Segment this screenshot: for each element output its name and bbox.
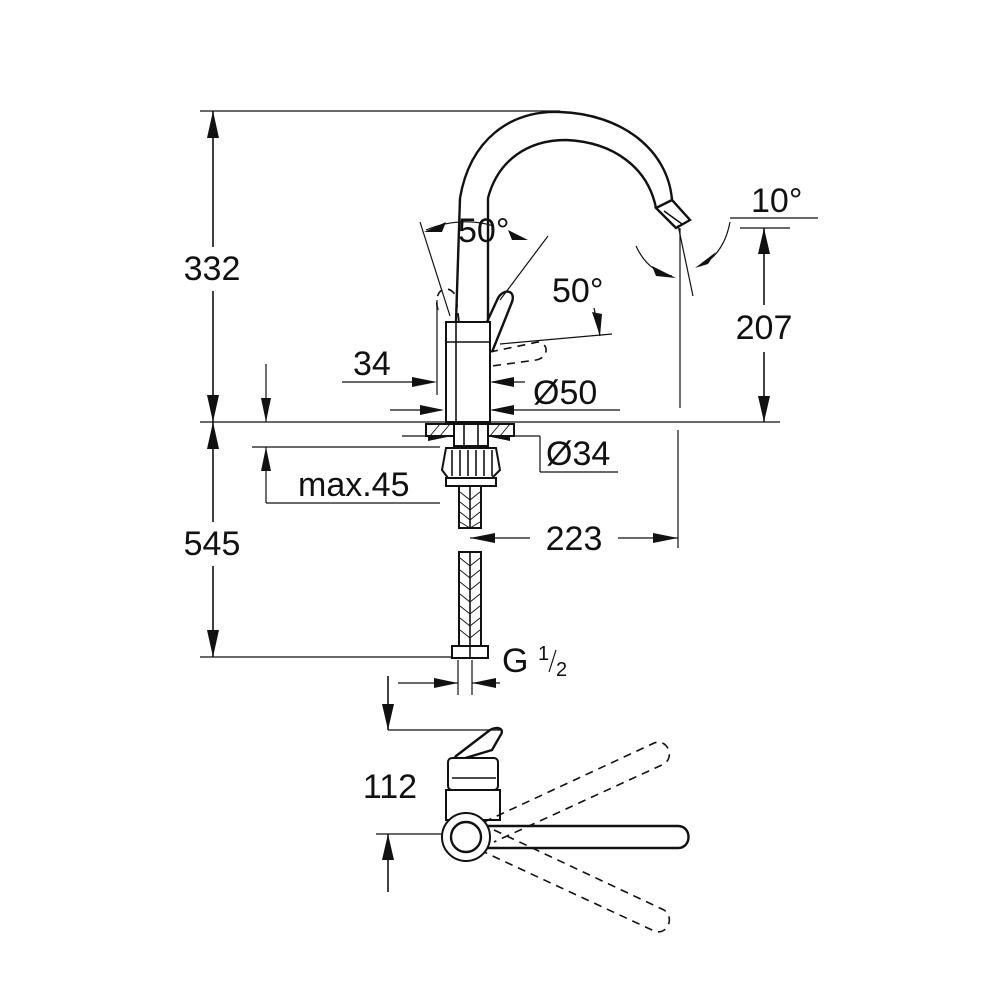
label-g-den: 2 — [556, 659, 567, 681]
dimension-max45: max.45 — [252, 364, 440, 504]
dimension-545: 545 — [176, 422, 465, 658]
label-50deg-side: 50° — [552, 272, 603, 310]
label-d50: Ø50 — [533, 374, 597, 412]
label-10deg: 10° — [751, 182, 802, 220]
supply-hoses — [451, 485, 489, 659]
label-223: 223 — [546, 520, 603, 558]
faucet-body — [445, 321, 491, 423]
label-max45: max.45 — [298, 466, 410, 504]
dimension-d34: Ø34 — [402, 431, 618, 473]
faucet-top-view — [441, 726, 690, 933]
label-545: 545 — [184, 525, 241, 563]
dimension-d50: Ø50 — [390, 374, 620, 415]
faucet-lever: 50° 50° — [419, 212, 613, 367]
label-d34: Ø34 — [546, 435, 610, 473]
label-112: 112 — [363, 768, 417, 806]
dimension-332: 332 — [176, 110, 560, 422]
label-332: 332 — [184, 250, 241, 288]
label-50deg-front: 50° — [458, 212, 509, 250]
label-g-num: 1 — [538, 643, 549, 665]
mounting-assembly — [425, 423, 515, 487]
label-g: G — [502, 642, 528, 680]
label-207: 207 — [736, 309, 793, 347]
dimension-223: 223 — [470, 430, 679, 558]
angle-10: 10° — [635, 182, 818, 408]
dimension-g-half: G 1 2 — [398, 642, 567, 695]
dimension-112: 112 — [363, 676, 500, 892]
dimension-207: 207 — [736, 227, 793, 422]
label-34: 34 — [353, 345, 391, 383]
dimension-34: 34 — [342, 300, 438, 395]
